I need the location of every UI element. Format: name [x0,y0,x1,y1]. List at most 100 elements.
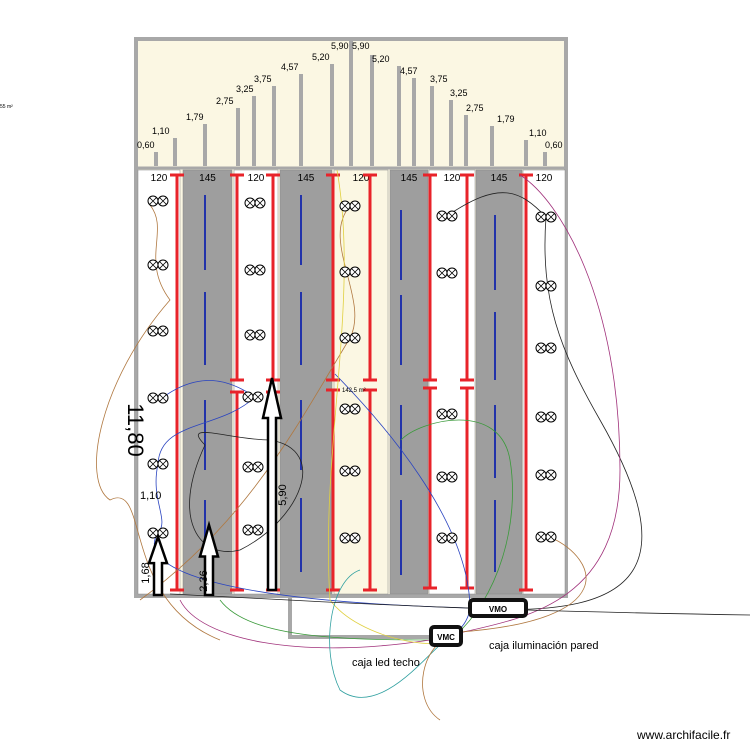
column-6 [389,169,429,595]
light-cross [149,327,157,335]
light-cross [244,393,252,401]
wire [96,204,221,641]
light-cross [351,268,359,276]
light-cross [159,327,167,335]
height-bar [330,64,334,166]
light-fixture [244,197,266,209]
height-label: 5,20 [372,54,390,64]
light-cross [149,261,157,269]
ceiling-led-box-label: caja led techo [352,657,420,669]
dimension-arrows [147,377,283,597]
light-cross [351,534,359,542]
light-cross [537,533,545,541]
light-fixture [147,458,169,470]
light-cross [448,269,456,277]
light-fixture [147,195,169,207]
light-fixture [244,329,266,341]
light-cross [256,331,264,339]
height-bar [154,152,158,166]
light-cross [438,212,446,220]
height-bar [272,86,276,166]
height-label: 5,90 [331,41,349,51]
light-cross [149,460,157,468]
height-bar [397,66,401,166]
column-4 [279,169,333,595]
light-cross [351,202,359,210]
light-cross [537,282,545,290]
height-label: 1,10 [152,126,170,136]
light-fixture [535,280,557,292]
light-cross [254,393,262,401]
light-fixture [339,532,361,544]
height-bar [430,86,434,166]
light-cross [438,410,446,418]
labels: 55 m² 142,5 m² 11,80 1,10 1,68 2,36 5,90… [0,104,730,742]
light-cross [159,261,167,269]
light-cross [547,533,555,541]
vmo-box[interactable]: VMO [468,598,528,618]
arrow-label-1: 1,68 [140,562,152,583]
column-5 [333,169,389,595]
dimension-arrow [261,377,283,592]
light-cross [547,471,555,479]
light-fixture [436,408,458,420]
column-8 [475,169,523,595]
height-bar [370,55,374,166]
light-cross [448,473,456,481]
area-left-label: 55 m² [0,104,13,110]
light-fixture [436,267,458,279]
light-cross [341,268,349,276]
light-cross [341,405,349,413]
wire [446,192,643,610]
wire [219,419,513,641]
blue-led-strips [204,195,496,575]
light-cross [341,534,349,542]
column-width-label: 120 [353,173,370,184]
light-fixture [535,342,557,354]
height-bar [236,108,240,166]
wire [329,569,447,698]
light-cross [341,467,349,475]
light-cross [159,460,167,468]
total-length-label: 11,80 [123,403,148,456]
light-fixture [339,465,361,477]
height-label: 2,75 [216,96,234,106]
light-cross [537,413,545,421]
height-bar [449,100,453,166]
vmc-box[interactable]: VMC [429,625,463,647]
light-cross [537,213,545,221]
light-cross [448,410,456,418]
height-bar [203,124,207,166]
height-label: 1,79 [497,114,515,124]
light-fixture [436,210,458,222]
light-fixture [535,211,557,223]
corridor-wall [288,597,430,639]
light-fixtures [147,195,557,544]
light-cross [149,394,157,402]
light-cross [159,529,167,537]
column-width-label: 120 [151,173,168,184]
light-cross [244,463,252,471]
height-label: 0,60 [137,140,155,150]
light-cross [351,467,359,475]
light-fixture [244,264,266,276]
column-width-label: 145 [491,173,508,184]
light-cross [438,473,446,481]
height-bar [173,138,177,166]
light-cross [547,344,555,352]
light-cross [547,282,555,290]
light-cross [149,529,157,537]
light-fixture [242,461,264,473]
light-fixture [339,403,361,415]
light-fixture [436,532,458,544]
light-fixture [147,527,169,539]
light-cross [159,197,167,205]
light-fixture [242,524,264,536]
vmc-box-frame [429,625,463,647]
height-bar [543,152,547,166]
light-cross [246,199,254,207]
light-fixture [147,259,169,271]
